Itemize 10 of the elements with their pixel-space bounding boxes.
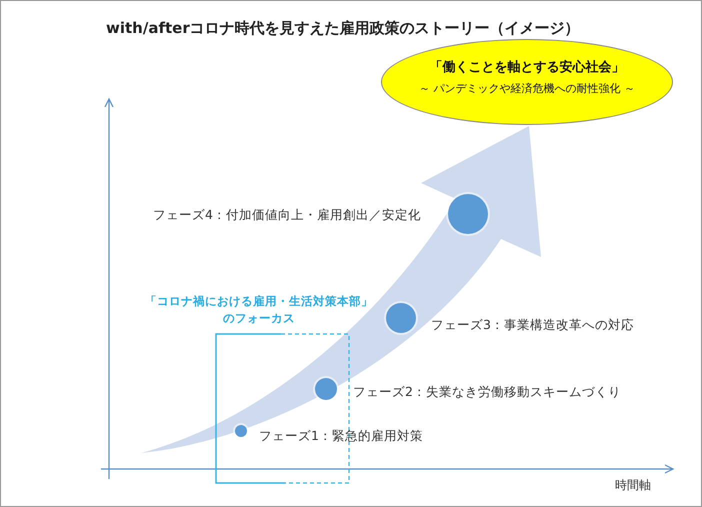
goal-subtext: ～ パンデミックや経済危機への耐性強化 ～ [418,81,636,96]
axis-label: 時間軸 [615,477,651,494]
goal-heading: 「働くことを軸とする安心社会」 [428,58,626,76]
phase-label: フェーズ4：付加価値向上・雇用創出／安定化 [153,207,421,224]
phase-label: フェーズ2：失業なき労働移動スキームづくり [353,384,621,401]
phase-circle [235,425,247,437]
title: with/afterコロナ時代を見すえた雇用政策のストーリー（イメージ） [106,19,580,38]
phase-label: フェーズ3：事業構造改革への対応 [431,317,634,334]
focus-heading: 「コロナ禍における雇用・生活対策本部」のフォーカス [144,293,374,328]
phase-label: フェーズ1：緊急的雇用対策 [259,428,423,445]
